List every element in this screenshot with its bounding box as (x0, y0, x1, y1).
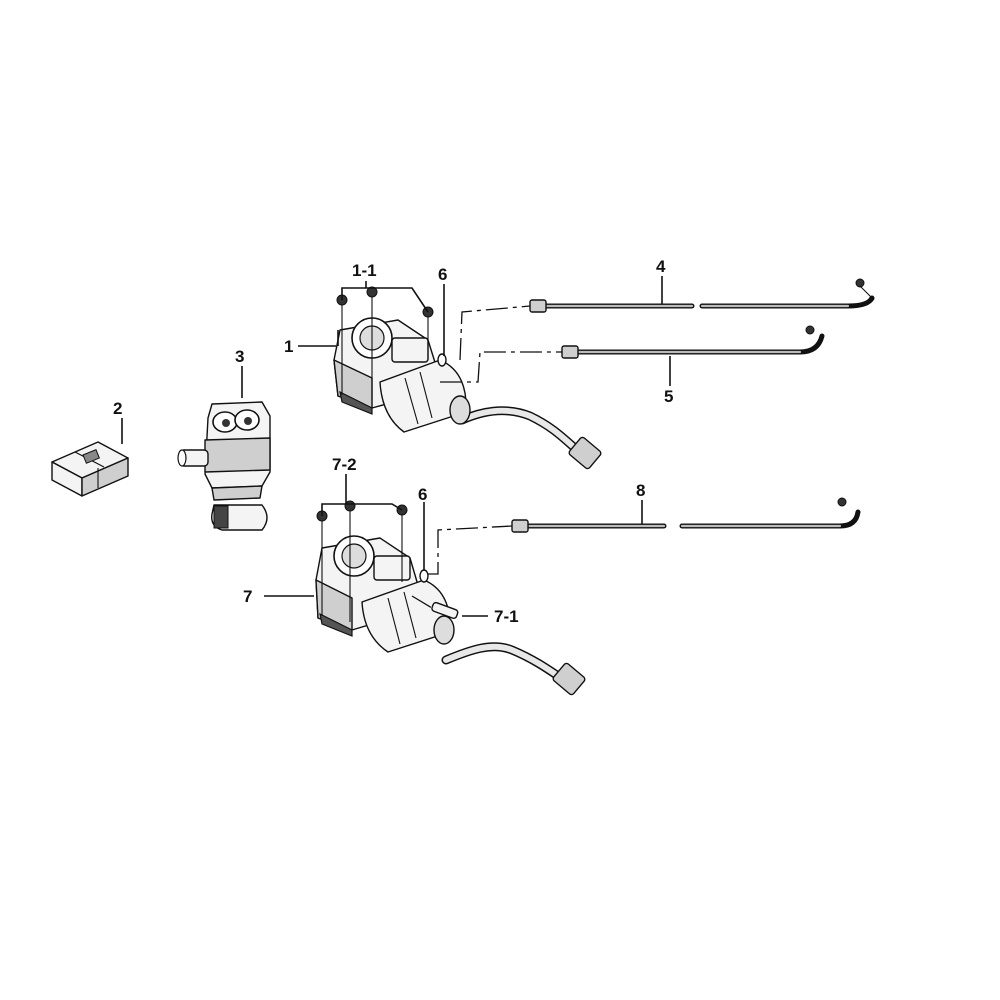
cable-8 (511, 497, 861, 533)
part-7-1-pin (431, 601, 459, 619)
callout-7: 7 (243, 587, 252, 606)
callout-4: 4 (656, 257, 666, 276)
callout-1: 1 (284, 337, 293, 356)
callout-3: 3 (235, 347, 244, 366)
part-2-block (51, 441, 129, 497)
callout-7-2: 7-2 (332, 455, 357, 474)
cable-4 (529, 278, 875, 313)
callout-7-1: 7-1 (494, 607, 519, 626)
callout-8: 8 (636, 481, 645, 500)
part-7-actuator (315, 535, 586, 696)
callout-5: 5 (664, 387, 673, 406)
bolts-7-2 (316, 500, 408, 622)
part-1-actuator (333, 317, 602, 470)
washers-6 (419, 353, 447, 583)
dashed-guides (411, 305, 562, 609)
callout-2: 2 (113, 399, 122, 418)
leader-lines (121, 276, 671, 617)
callout-6-top: 6 (438, 265, 447, 284)
part-3-switch (177, 401, 271, 531)
callout-6-bottom: 6 (418, 485, 427, 504)
cable-5 (561, 325, 825, 359)
callout-1-1: 1-1 (352, 261, 377, 280)
